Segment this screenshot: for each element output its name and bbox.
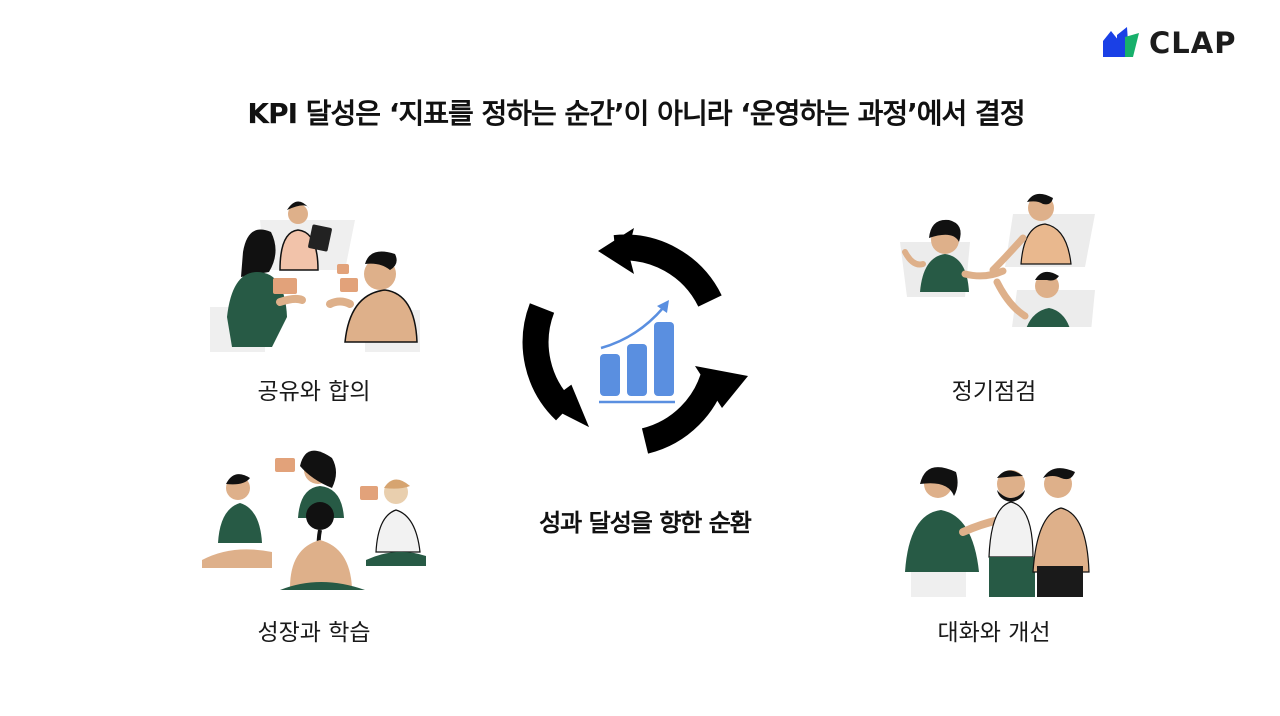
center-cycle-label: 성과 달성을 향한 순환: [539, 509, 752, 537]
fist-bump-illustration: [905, 467, 1090, 597]
cycle-arrows-icon: [522, 228, 748, 454]
stage-talk-label: 대화와 개선: [937, 620, 1051, 646]
clap-logo-icon: [1103, 27, 1139, 57]
stage-check-label: 정기점검: [951, 379, 1037, 405]
stage-share-label: 공유와 합의: [257, 379, 371, 405]
page-title: KPI 달성은 ‘지표를 정하는 순간’이 아니라 ‘운영하는 과정’에서 결정: [247, 97, 1025, 130]
logo-text: CLAP: [1149, 26, 1237, 60]
group-discussion-illustration: [202, 450, 426, 590]
stage-learn-label: 성장과 학습: [257, 620, 371, 646]
team-meeting-illustration: [210, 201, 420, 352]
video-call-illustration: [900, 193, 1095, 327]
growth-bar-chart-icon: [599, 300, 675, 404]
clap-logo: CLAP: [1103, 26, 1236, 60]
